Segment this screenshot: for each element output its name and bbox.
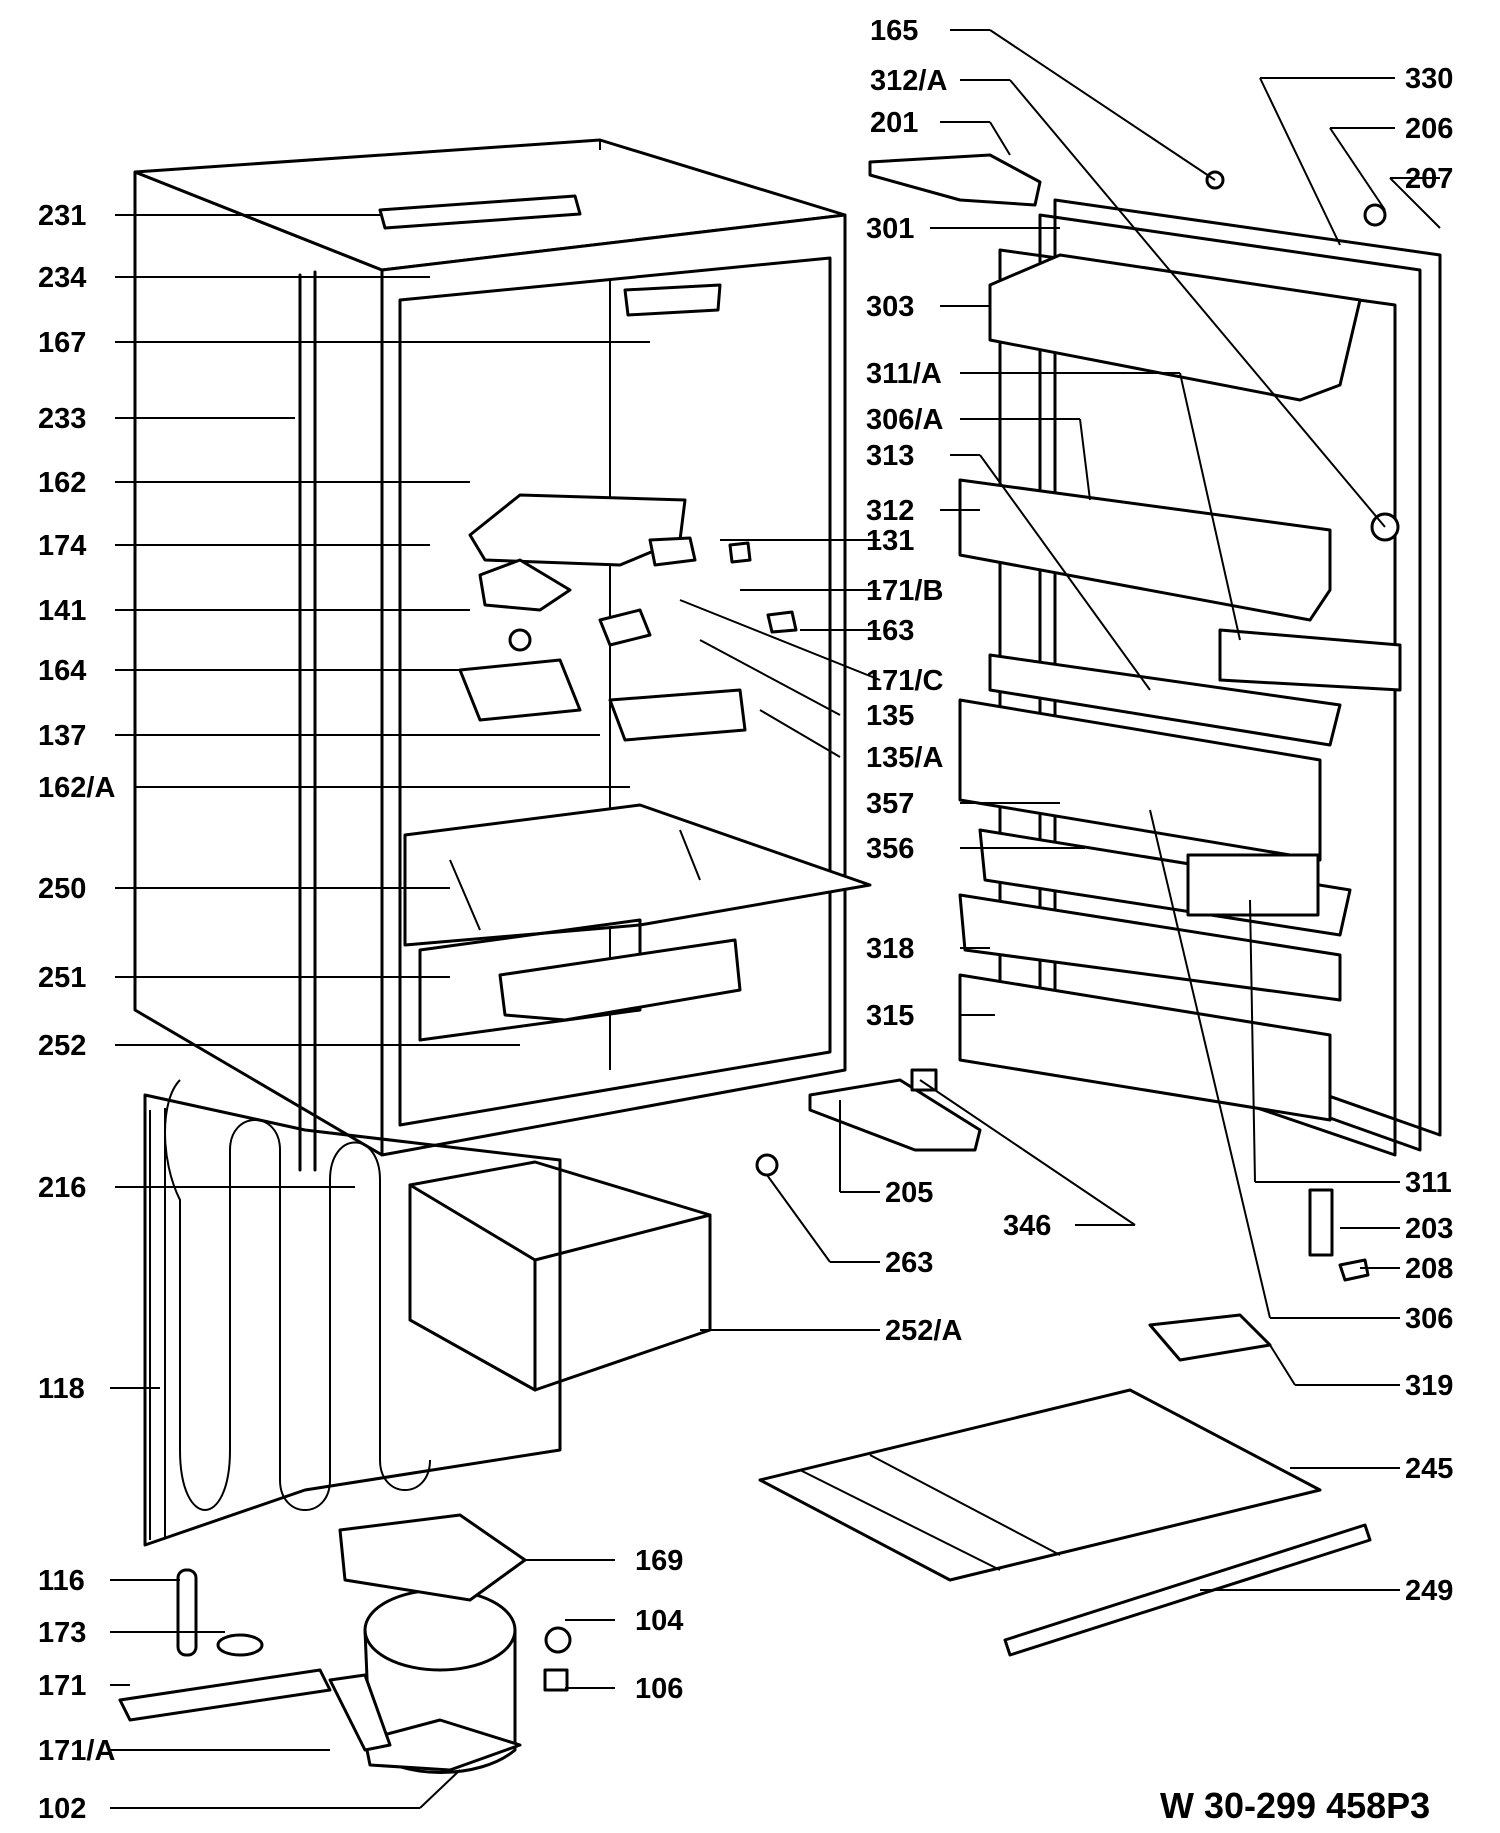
label-356: 356 [866,833,914,865]
label-301: 301 [866,213,914,245]
label-106: 106 [635,1673,683,1705]
label-173: 173 [38,1617,86,1649]
label-311: 311 [1405,1167,1452,1199]
label-315: 315 [866,1000,914,1032]
label-171b: 171/B [866,575,943,607]
label-102: 102 [38,1793,86,1825]
label-245: 245 [1405,1453,1453,1485]
label-319: 319 [1405,1370,1453,1402]
label-312a: 312/A [870,65,947,97]
document-code: W 30-299 458P3 [1160,1785,1430,1826]
glass-shelf [758,1388,1372,1657]
label-118: 118 [38,1373,85,1405]
label-346: 346 [1003,1210,1051,1242]
label-165: 165 [870,15,918,47]
label-135a: 135/A [866,742,943,774]
label-171c: 171/C [866,665,943,697]
label-171: 171 [38,1670,86,1702]
label-311a: 311/A [866,358,942,390]
label-164: 164 [38,655,86,687]
label-250: 250 [38,873,86,905]
compressor [118,1513,572,1774]
cabinet-shelves [403,803,872,1042]
label-162a: 162/A [38,772,115,804]
condenser [143,1079,562,1547]
leader-lines [110,29,1441,1809]
label-167: 167 [38,327,86,359]
label-169: 169 [635,1545,683,1577]
egg-tray [1148,1313,1272,1362]
label-201: 201 [870,107,918,139]
thermostat-housing [458,283,798,742]
label-357: 357 [866,788,914,820]
label-171a: 171/A [38,1735,115,1767]
label-203: 203 [1405,1213,1453,1245]
label-233: 233 [38,403,86,435]
label-318: 318 [866,933,914,965]
label-234: 234 [38,262,86,294]
label-306: 306 [1405,1303,1453,1335]
part-labels: 165 312/A 330 201 206 207 231 301 234 30… [38,15,1453,1826]
label-131: 131 [866,525,914,557]
label-312: 312 [866,495,914,527]
label-207: 207 [1405,163,1453,195]
label-303: 303 [866,291,914,323]
label-249: 249 [1405,1575,1453,1607]
label-174: 174 [38,530,86,562]
label-104: 104 [635,1605,683,1637]
cabinet [133,138,847,1172]
label-162: 162 [38,467,86,499]
label-141: 141 [38,595,86,627]
hinges [755,153,1387,1282]
label-252a: 252/A [885,1315,962,1347]
label-135: 135 [866,700,914,732]
label-205: 205 [885,1177,933,1209]
label-252: 252 [38,1030,86,1062]
door [958,198,1442,1157]
label-137: 137 [38,720,86,752]
label-116: 116 [38,1565,85,1597]
label-251: 251 [38,962,86,994]
label-231: 231 [38,200,86,232]
label-206: 206 [1405,113,1453,145]
label-208: 208 [1405,1253,1453,1285]
label-163: 163 [866,615,914,647]
label-216: 216 [38,1172,86,1204]
label-263: 263 [885,1247,933,1279]
label-330: 330 [1405,63,1453,95]
label-313: 313 [866,440,914,472]
label-306a: 306/A [866,404,943,436]
